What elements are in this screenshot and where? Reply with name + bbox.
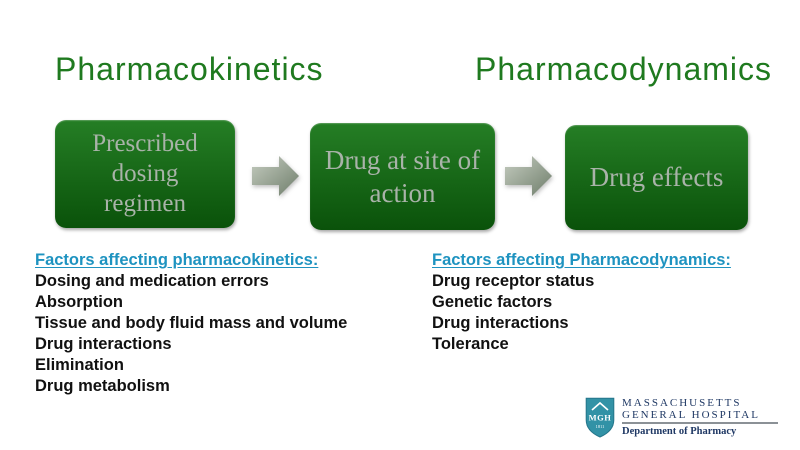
flow-box-drug-effects: Drug effects <box>565 125 748 230</box>
svg-text:1811: 1811 <box>596 424 605 429</box>
svg-text:MGH: MGH <box>589 413 612 423</box>
flow-box-label: Drug at site of action <box>324 144 481 208</box>
heading-pharmacodynamics: Pharmacodynamics <box>475 51 772 87</box>
mgh-logo: MGH 1811 MASSACHUSETTS GENERAL HOSPITAL … <box>583 394 793 446</box>
list-item: Drug interactions <box>432 314 569 332</box>
flow-box-prescribed-dosing-regimen: Prescribed dosing regimen <box>55 120 235 228</box>
mgh-shield-icon: MGH 1811 <box>585 397 615 438</box>
heading-pharmacokinetics: Pharmacokinetics <box>55 51 324 87</box>
logo-org-name-line1: MASSACHUSETTS <box>622 397 742 409</box>
list-item: Elimination <box>35 356 124 374</box>
pharmacodynamics-factors-list: Factors affecting Pharmacodynamics: Drug… <box>432 250 800 355</box>
list-header: Factors affecting Pharmacodynamics: <box>432 251 731 269</box>
flow-box-drug-at-site-of-action: Drug at site of action <box>310 123 495 230</box>
list-header: Factors affecting pharmacokinetics: <box>35 251 319 269</box>
logo-org-name-line2: GENERAL HOSPITAL <box>622 409 760 421</box>
right-block-arrow-icon <box>252 156 299 196</box>
logo-department: Department of Pharmacy <box>622 426 737 437</box>
list-item: Absorption <box>35 293 123 311</box>
list-item: Drug interactions <box>35 335 172 353</box>
list-item: Tissue and body fluid mass and volume <box>35 314 348 332</box>
right-block-arrow-icon <box>505 156 552 196</box>
flow-box-label: Prescribed dosing regimen <box>92 130 198 217</box>
list-item: Tolerance <box>432 335 509 353</box>
list-item: Drug receptor status <box>432 272 595 290</box>
list-item: Genetic factors <box>432 293 553 311</box>
list-item: Drug metabolism <box>35 377 170 395</box>
logo-divider <box>622 422 778 424</box>
pharmacokinetics-factors-list: Factors affecting pharmacokinetics: Dosi… <box>35 250 425 397</box>
flow-box-label: Drug effects <box>589 162 724 192</box>
list-item: Dosing and medication errors <box>35 272 269 290</box>
